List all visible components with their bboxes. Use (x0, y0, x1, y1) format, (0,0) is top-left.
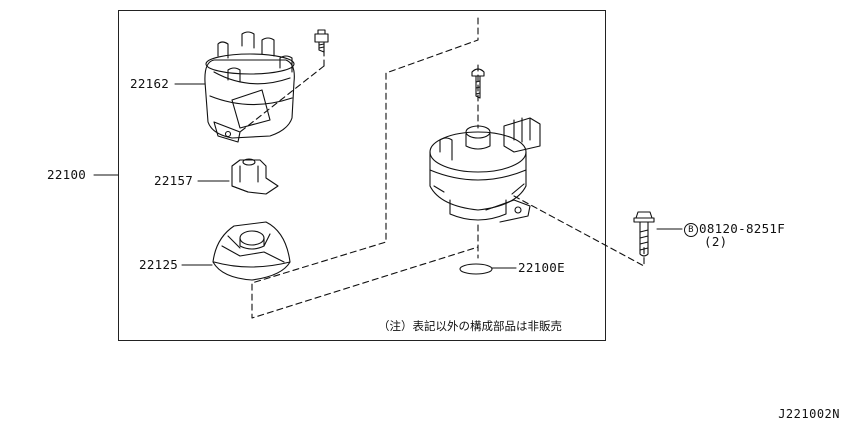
assembly-frame (118, 10, 606, 341)
b-symbol-icon: B (684, 223, 698, 237)
rotor-icon (231, 158, 279, 195)
bolt-icon (633, 211, 655, 257)
footnote: （注）表記以外の構成部品は非販売 (378, 319, 562, 333)
bolt-part-number: 08120-8251F (699, 221, 786, 236)
distributor-cap-icon (204, 31, 295, 143)
label-assembly: 22100 (47, 167, 87, 182)
dashed-guides (239, 17, 645, 319)
label-seal-cover: 22125 (139, 257, 179, 272)
distributor-body-icon (429, 117, 541, 223)
label-rotor: 22157 (154, 173, 194, 188)
cap-screw-icon (314, 29, 329, 53)
label-gasket: 22100E (518, 260, 565, 275)
body-screw-icon (471, 68, 485, 99)
diagram-id: J221002N (778, 407, 840, 421)
gasket-icon (459, 263, 493, 275)
label-cap: 22162 (130, 76, 170, 91)
bolt-quantity: (2) (704, 234, 728, 249)
leader-lines (93, 83, 683, 269)
seal-cover-icon (212, 221, 291, 281)
